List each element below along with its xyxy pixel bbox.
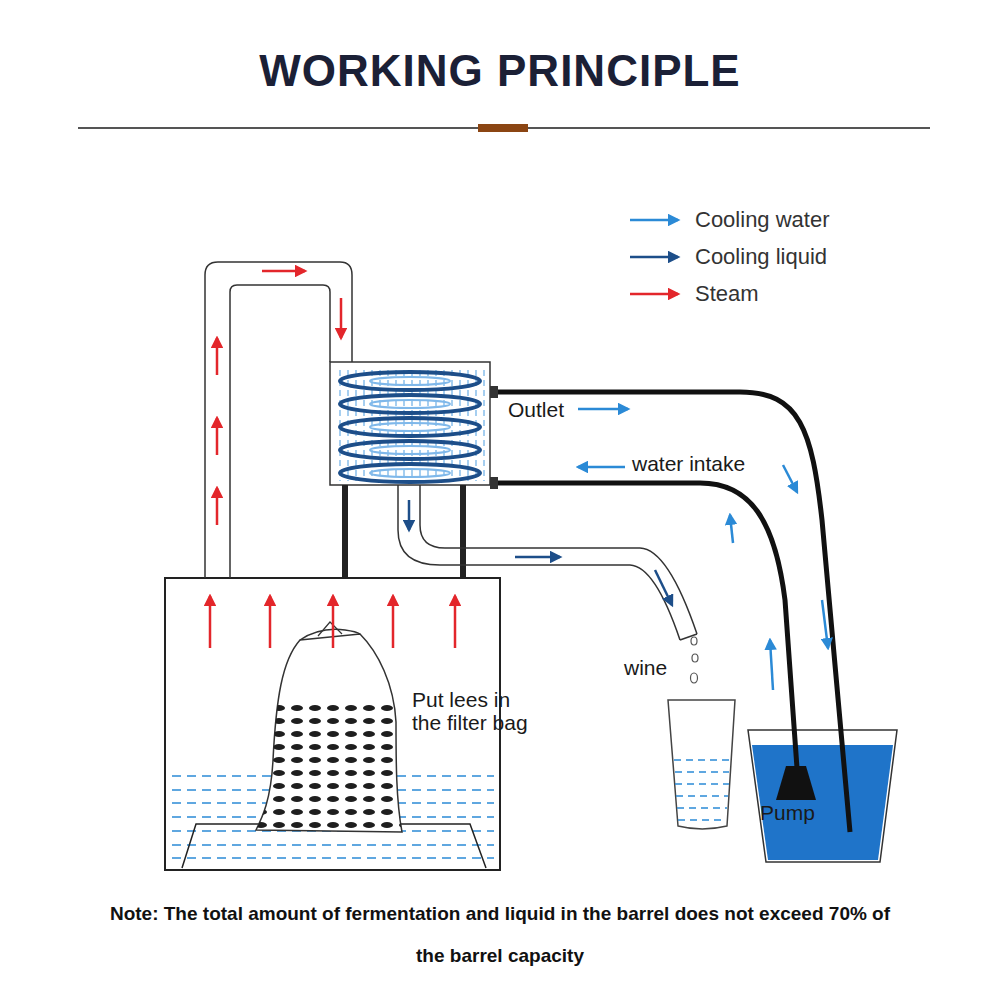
cooling-coil <box>370 469 450 477</box>
steam-arrows <box>216 488 219 525</box>
condenser-legs <box>460 485 466 578</box>
water-bucket <box>752 745 893 860</box>
cooling-coil <box>370 423 450 431</box>
product-tube <box>398 485 697 640</box>
cooling-liquid-arrows <box>515 556 560 559</box>
cooling-coil <box>370 446 450 454</box>
wine-glass <box>674 760 730 820</box>
cooling-coil <box>340 441 480 459</box>
wine-drops <box>691 637 699 683</box>
cooling-hoses <box>498 483 797 768</box>
divider <box>478 124 528 132</box>
wine-glass <box>675 771 729 772</box>
legend-swatch <box>630 256 678 259</box>
legend-text: Cooling liquid <box>695 244 827 270</box>
wine-glass <box>677 807 727 808</box>
cooling-liquid-arrows <box>409 500 672 605</box>
steam-arrows <box>340 298 343 338</box>
cooling-water-arrows <box>578 466 625 469</box>
water-bucket <box>748 730 897 862</box>
cooling-coil <box>370 377 450 385</box>
cooling-liquid-arrows <box>655 570 672 605</box>
wine-glass <box>674 759 730 760</box>
wine-drops <box>692 654 698 662</box>
condenser <box>490 477 498 489</box>
steam-arrows <box>209 596 212 648</box>
filter-bag <box>250 700 410 835</box>
part-label: water intake <box>632 452 745 475</box>
barrel-liquid <box>172 844 494 846</box>
wine-drops <box>691 637 697 645</box>
legend-arrows <box>630 220 678 294</box>
cooling-water-arrows <box>822 600 828 648</box>
product-tube <box>420 485 697 634</box>
part-label: Pump <box>760 801 815 824</box>
condenser <box>330 362 490 485</box>
barrel-liquid <box>172 857 494 859</box>
cooling-coil <box>340 464 480 482</box>
note-caption: Note: The total amount of fermentation a… <box>95 893 905 977</box>
steam-arrows <box>216 418 219 455</box>
cooling-coil <box>370 400 450 408</box>
cooling-hoses <box>498 392 850 832</box>
filter-bag <box>250 622 410 835</box>
steam-arrows <box>216 338 219 375</box>
cooling-water-arrows <box>770 640 773 690</box>
cooling-coil <box>340 372 480 482</box>
cooling-water-arrows <box>783 465 797 492</box>
part-label: Put lees in the filter bag <box>412 688 544 734</box>
steam-pipe <box>230 285 330 578</box>
condenser-legs <box>342 485 466 578</box>
steam-arrows <box>262 270 305 273</box>
condenser <box>490 386 498 398</box>
wine-glass <box>668 700 735 829</box>
condenser <box>334 366 486 481</box>
legend-swatch <box>630 293 678 296</box>
filter-bag <box>318 622 342 636</box>
part-label: Outlet <box>508 398 564 421</box>
wine-drops <box>691 673 698 683</box>
steam-arrows <box>332 596 335 648</box>
wine-glass <box>668 700 735 829</box>
wine-glass <box>675 783 729 784</box>
legend-text: Steam <box>695 281 759 307</box>
pump-symbol <box>776 766 816 800</box>
filter-bag <box>300 629 360 640</box>
pump-symbol <box>776 766 816 800</box>
wine-glass <box>678 819 726 820</box>
legend-swatch <box>630 219 678 222</box>
divider <box>78 124 930 132</box>
product-tube <box>398 485 680 640</box>
part-label: wine <box>624 656 667 679</box>
steam-arrows <box>392 596 395 648</box>
cooling-coil <box>340 372 480 390</box>
legend-text: Cooling water <box>695 207 830 233</box>
water-bucket <box>748 730 897 862</box>
page-title: WORKING PRINCIPLE <box>100 46 900 96</box>
cooling-coil <box>340 418 480 436</box>
condenser-legs <box>342 485 348 578</box>
steam-arrows <box>269 596 272 648</box>
cooling-water-arrows <box>578 409 828 690</box>
wine-glass <box>676 795 728 796</box>
condenser <box>330 362 498 489</box>
cooling-water-arrows <box>730 515 733 543</box>
steam-arrows <box>454 596 457 648</box>
cooling-liquid-arrows <box>408 500 411 530</box>
cooling-coil <box>340 395 480 413</box>
cooling-hoses <box>498 392 850 832</box>
cooling-water-arrows <box>578 408 628 411</box>
